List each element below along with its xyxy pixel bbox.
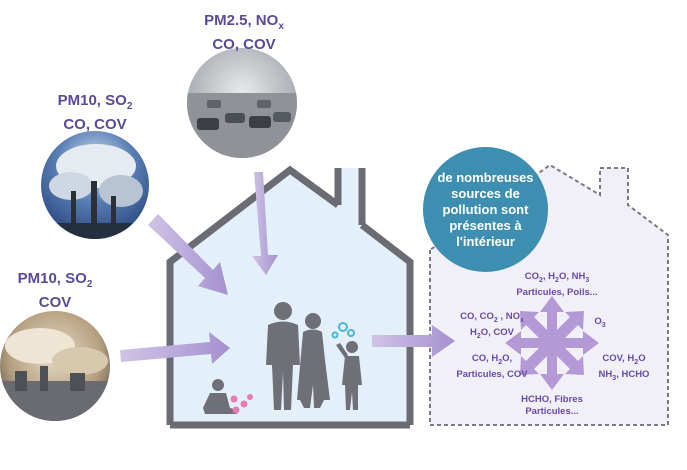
arrow-from-factory (148, 214, 228, 295)
indoor-sources-badge: de nombreuses sources de pollution sont … (423, 147, 548, 272)
traffic-photo (187, 48, 297, 158)
pollutants-top: CO2, H2O, NH3 Particules, Poils... (516, 271, 598, 298)
factory-pollutants-label: PM10, SO2 CO, COV (57, 92, 133, 133)
factory-photo (41, 131, 149, 239)
pollutant-spread-icon (505, 296, 599, 390)
pollutants-left: CO, CO2 , NOx H2O, COV (460, 311, 524, 340)
industry-photo (0, 311, 110, 421)
toys-decoration (230, 322, 355, 414)
industry-pollutants-label: PM10, SO2 COV (17, 270, 93, 311)
pollutants-right: O3 (594, 316, 606, 329)
pollutants-bottom-left: CO, H2O, Particules, COV (456, 353, 528, 380)
family-silhouette (203, 302, 362, 414)
pollutants-bottom-right: COV, H2O NH3, HCHO (598, 353, 650, 382)
arrow-to-indoor (372, 325, 455, 357)
traffic-pollutants-label: PM2.5, NOx CO, COV (204, 12, 284, 53)
arrow-from-industry (120, 332, 230, 364)
arrow-from-traffic (252, 172, 278, 275)
pollutants-bottom: HCHO, Fibres Particules... (521, 394, 583, 417)
badge-text: de nombreuses sources de pollution sont … (437, 169, 534, 249)
